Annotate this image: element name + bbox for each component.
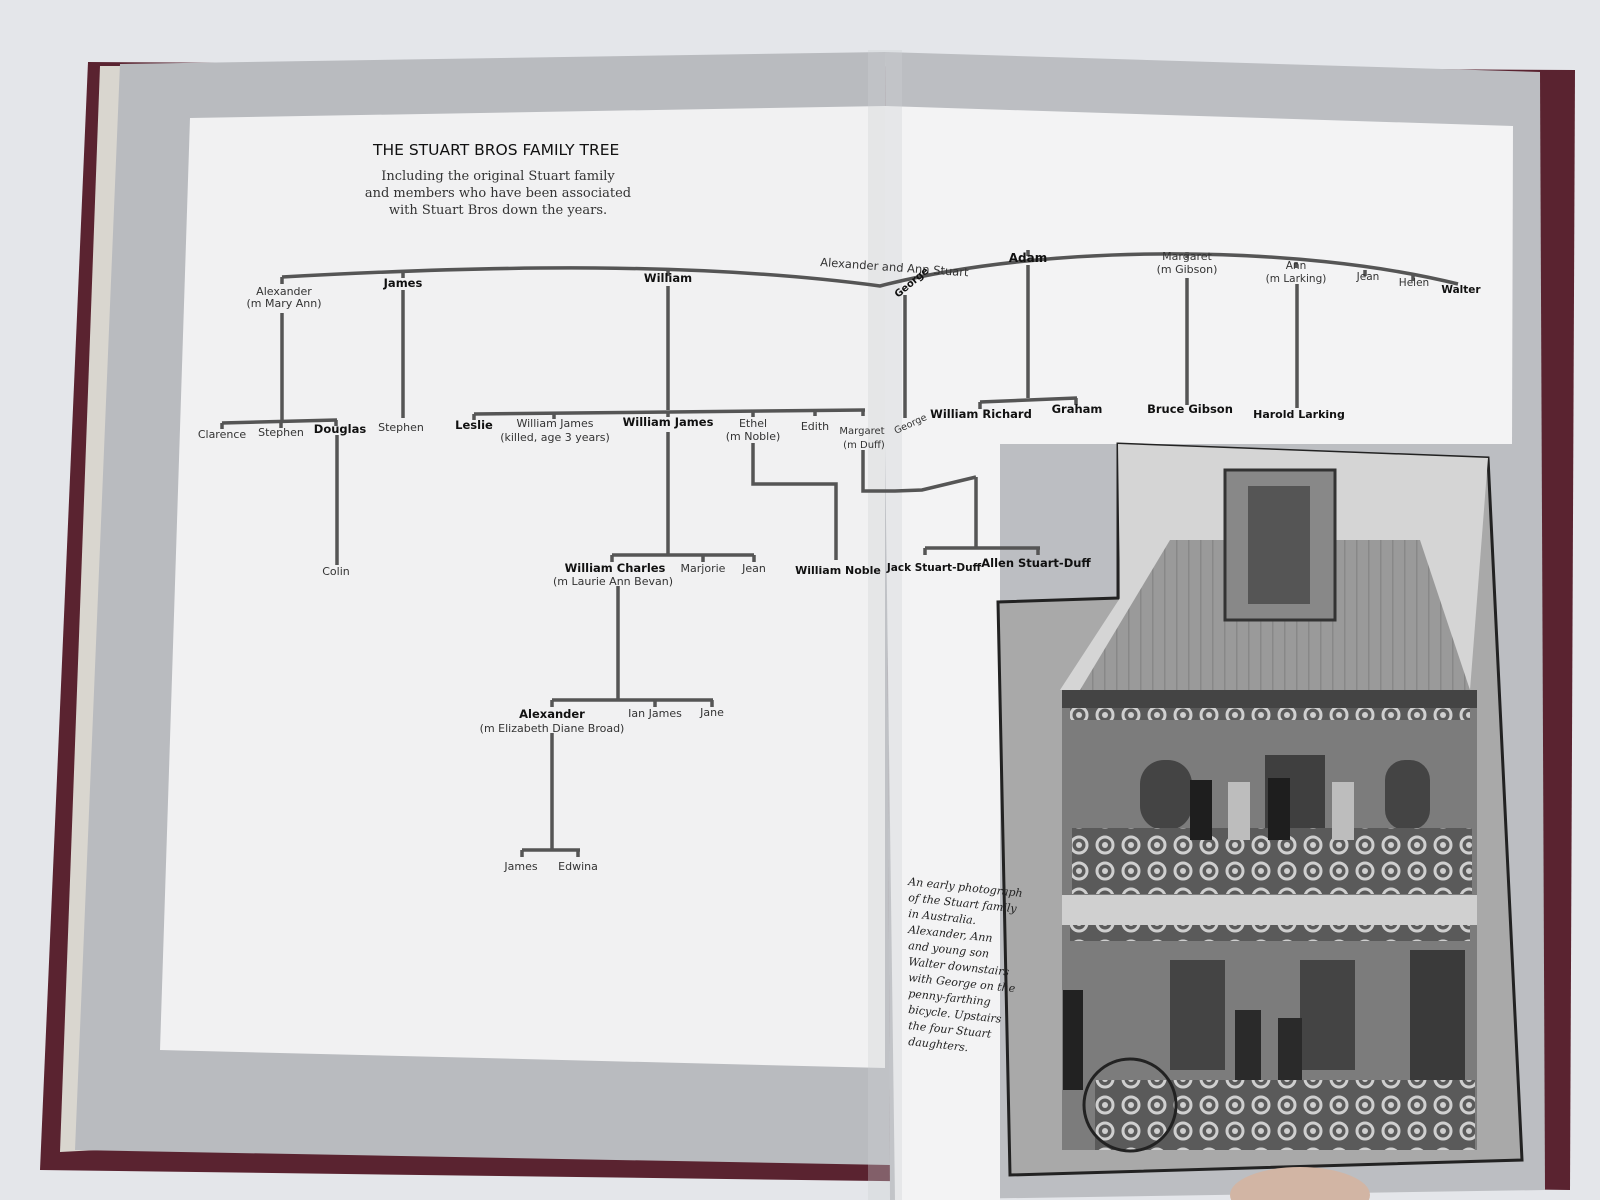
gen2-bruce-gibson: Bruce Gibson (1147, 402, 1233, 416)
gen1-walter: Walter (1441, 284, 1481, 296)
gen3-jack-stuart-duff: Jack Stuart-Duff (886, 562, 982, 574)
tree-connectors (220, 250, 1459, 857)
left-panel (160, 106, 885, 1068)
gen2-william-richard: William Richard (930, 407, 1032, 421)
gen2-william-james-killed: William James (516, 417, 593, 430)
gen2-clarence: Clarence (198, 428, 247, 441)
gen2-margaret-duff: Margaret (839, 426, 884, 437)
tree-title: THE STUART BROS FAMILY TREE (372, 141, 619, 159)
gen1-james: James (383, 276, 423, 290)
gen2-william-james-killed-note: (killed, age 3 years) (500, 431, 610, 444)
gen2-stephen-j: Stephen (378, 421, 424, 434)
gen1-ann-note: (m Larking) (1266, 273, 1327, 285)
gen3-jean: Jean (741, 562, 766, 575)
subtitle-line-3: with Stuart Bros down the years. (389, 203, 607, 218)
tree-subtitle: Including the original Stuart family and… (365, 169, 631, 218)
gen1-alexander: Alexander (256, 285, 312, 298)
gen2-ethel-note: (m Noble) (726, 430, 781, 443)
gen1-william: William (644, 271, 692, 285)
gen2-harold-larking: Harold Larking (1253, 408, 1345, 421)
gen1-helen: Helen (1399, 277, 1429, 289)
gen1-jean: Jean (1356, 271, 1380, 283)
gen2-edith: Edith (801, 420, 829, 433)
gen3-marjorie: Marjorie (681, 562, 726, 575)
gen1-alexander-note: (m Mary Ann) (246, 297, 321, 310)
gen3-william-charles-note: (m Laurie Ann Bevan) (553, 575, 673, 588)
gen4-ian-james: Ian James (628, 707, 682, 720)
gen2-stephen-a: Stephen (258, 426, 304, 439)
right-panel-caption-strip (885, 444, 1000, 1200)
gen1-margaret-note: (m Gibson) (1157, 263, 1218, 276)
house-photograph (996, 442, 1524, 1177)
gen2-ethel: Ethel (739, 417, 767, 430)
gen4-alexander-note: (m Elizabeth Diane Broad) (480, 722, 625, 735)
caption-line-11: daughters. (908, 1035, 969, 1054)
gen2-douglas: Douglas (314, 422, 367, 436)
gen3-william-charles: William Charles (565, 561, 666, 575)
gen5-edwina: Edwina (558, 860, 598, 873)
gen1-adam: Adam (1009, 251, 1047, 265)
gen3-colin: Colin (322, 565, 350, 578)
gen4-alexander: Alexander (519, 707, 585, 721)
gutter (868, 50, 902, 1200)
subtitle-line-1: Including the original Stuart family (381, 169, 615, 184)
gen3-william-noble: William Noble (795, 564, 881, 577)
gen2-leslie: Leslie (455, 418, 493, 432)
gen2-graham: Graham (1052, 402, 1103, 416)
gen5-james: James (503, 860, 537, 873)
thumb (1230, 1167, 1370, 1200)
gen3-allen-stuart-duff: Allen Stuart-Duff (981, 556, 1091, 570)
subtitle-line-2: and members who have been associated (365, 186, 631, 201)
gen2-william-james: William James (623, 415, 714, 429)
right-panel-top (885, 106, 1513, 444)
gen2-margaret-duff-note: (m Duff) (843, 440, 885, 451)
gen4-jane: Jane (699, 706, 724, 719)
gen1-margaret: Margaret (1162, 250, 1212, 263)
gen1-ann: Ann (1286, 260, 1307, 272)
